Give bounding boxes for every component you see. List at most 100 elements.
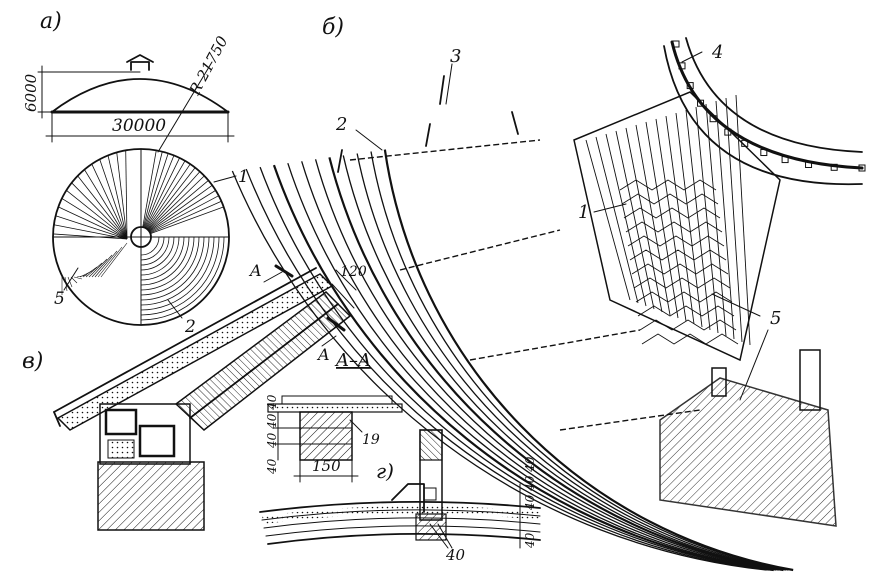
herringbone-board	[76, 274, 88, 278]
herringbone-board	[107, 155, 128, 240]
bolt-plate	[830, 163, 838, 171]
herringbone-board	[99, 159, 128, 240]
deck-plank	[665, 115, 695, 325]
cross-tie	[469, 329, 641, 361]
panel-v-support-detail: в) 120 A A A–A	[22, 261, 371, 531]
herringbone-board	[641, 333, 739, 345]
panel-label-g: г)	[376, 459, 394, 483]
ring-board	[140, 236, 205, 301]
radial-board	[149, 190, 216, 233]
ring-board	[140, 236, 215, 311]
herringbone-board	[633, 277, 731, 289]
herringbone-board	[61, 198, 128, 240]
herringbone-board	[97, 246, 123, 278]
deck-plank	[735, 94, 751, 346]
herringbone-board	[73, 276, 83, 280]
rib-arc	[231, 170, 767, 571]
herringbone-board	[84, 169, 128, 240]
detail-callout-2: 2	[335, 114, 347, 135]
plan-callout-2: 2	[184, 317, 196, 337]
radial-board	[143, 153, 169, 228]
ring-board	[140, 236, 200, 296]
bolt-plate	[678, 62, 686, 70]
deck-plank	[705, 103, 727, 337]
plan-callout-5: 5	[54, 289, 65, 309]
rib-arc	[328, 157, 784, 572]
bolt-plate	[741, 139, 749, 147]
bolt-plate	[686, 82, 694, 90]
radial-board	[149, 200, 222, 234]
herringbone-board	[94, 250, 118, 278]
cross-tie	[349, 139, 541, 161]
herringbone-board	[88, 258, 108, 278]
herringbone-board	[625, 221, 723, 233]
herringbone-zone-2	[659, 349, 837, 527]
radial-board	[149, 195, 219, 233]
radial-board	[150, 206, 224, 234]
herringbone-board	[77, 175, 128, 240]
panel-g-ring-detail: г) 40 40 40 40 40	[259, 429, 541, 564]
rib-arc	[314, 159, 782, 571]
radial-board	[143, 151, 163, 228]
herringbone-board	[631, 263, 729, 275]
rib-arc	[342, 155, 786, 571]
herringbone-board	[639, 319, 737, 331]
plan-callout-1: 1	[238, 167, 249, 187]
radius-dimension: R 21750	[185, 33, 232, 99]
deck-plank	[685, 109, 711, 331]
detail-callout-5: 5	[770, 308, 781, 329]
ring-board	[140, 236, 185, 281]
panel-label-v: в)	[22, 349, 43, 374]
section-width-dim: 150	[312, 457, 341, 475]
deck-plank	[715, 100, 735, 340]
herringbone-board	[91, 163, 128, 240]
deck-plank	[595, 136, 639, 304]
sector-1-radial	[142, 150, 224, 234]
bolt-plate	[858, 164, 866, 172]
bolt-plate	[805, 160, 813, 168]
deck-plank	[615, 130, 655, 310]
rib-arc	[272, 164, 774, 572]
deck-plank	[655, 118, 687, 322]
herringbone-board	[125, 150, 128, 240]
sector-5-herringbone	[53, 150, 128, 295]
section-mark-a2: A	[316, 345, 330, 364]
herringbone-board	[629, 249, 727, 261]
bolt-plate	[760, 149, 768, 157]
herringbone-board	[58, 206, 128, 240]
radial-board	[148, 184, 213, 232]
section-mark-a1: A	[248, 261, 262, 280]
herringbone-board	[71, 182, 128, 240]
herringbone-board	[116, 152, 128, 240]
ring-layers-right-bottom: 40	[523, 532, 537, 549]
herringbone-board	[623, 207, 721, 219]
section-layers-left-bottom: 40	[265, 458, 279, 475]
herringbone-board	[627, 235, 725, 247]
bolt-plate	[672, 40, 680, 48]
bolt-mark-40: 40	[445, 546, 466, 564]
deck-plank	[605, 133, 647, 307]
ring-board	[140, 236, 160, 256]
herringbone-board	[621, 193, 719, 205]
bolt-plate	[724, 128, 732, 136]
cross-tie	[399, 229, 561, 271]
herringbone-board	[64, 276, 68, 292]
panel-a-plan: 1 2 5	[52, 148, 249, 337]
rib-arc	[383, 149, 794, 572]
radial-board	[144, 155, 175, 228]
deck-plank	[625, 127, 663, 313]
deck-plank	[585, 139, 631, 301]
detail-callout-3: 3	[450, 46, 461, 67]
herringbone-board	[91, 254, 113, 278]
herringbone-board	[635, 291, 733, 303]
rib-arc	[287, 163, 777, 571]
rise-dimension: 6000	[22, 73, 40, 112]
board-19-dim: 19	[362, 432, 380, 448]
deck-plank	[725, 97, 743, 343]
deck-plank	[645, 121, 679, 319]
radial-board	[147, 171, 201, 230]
ring-board	[140, 236, 210, 306]
section-layers-left: 40 40 40	[265, 394, 279, 449]
ring-board	[140, 236, 225, 321]
